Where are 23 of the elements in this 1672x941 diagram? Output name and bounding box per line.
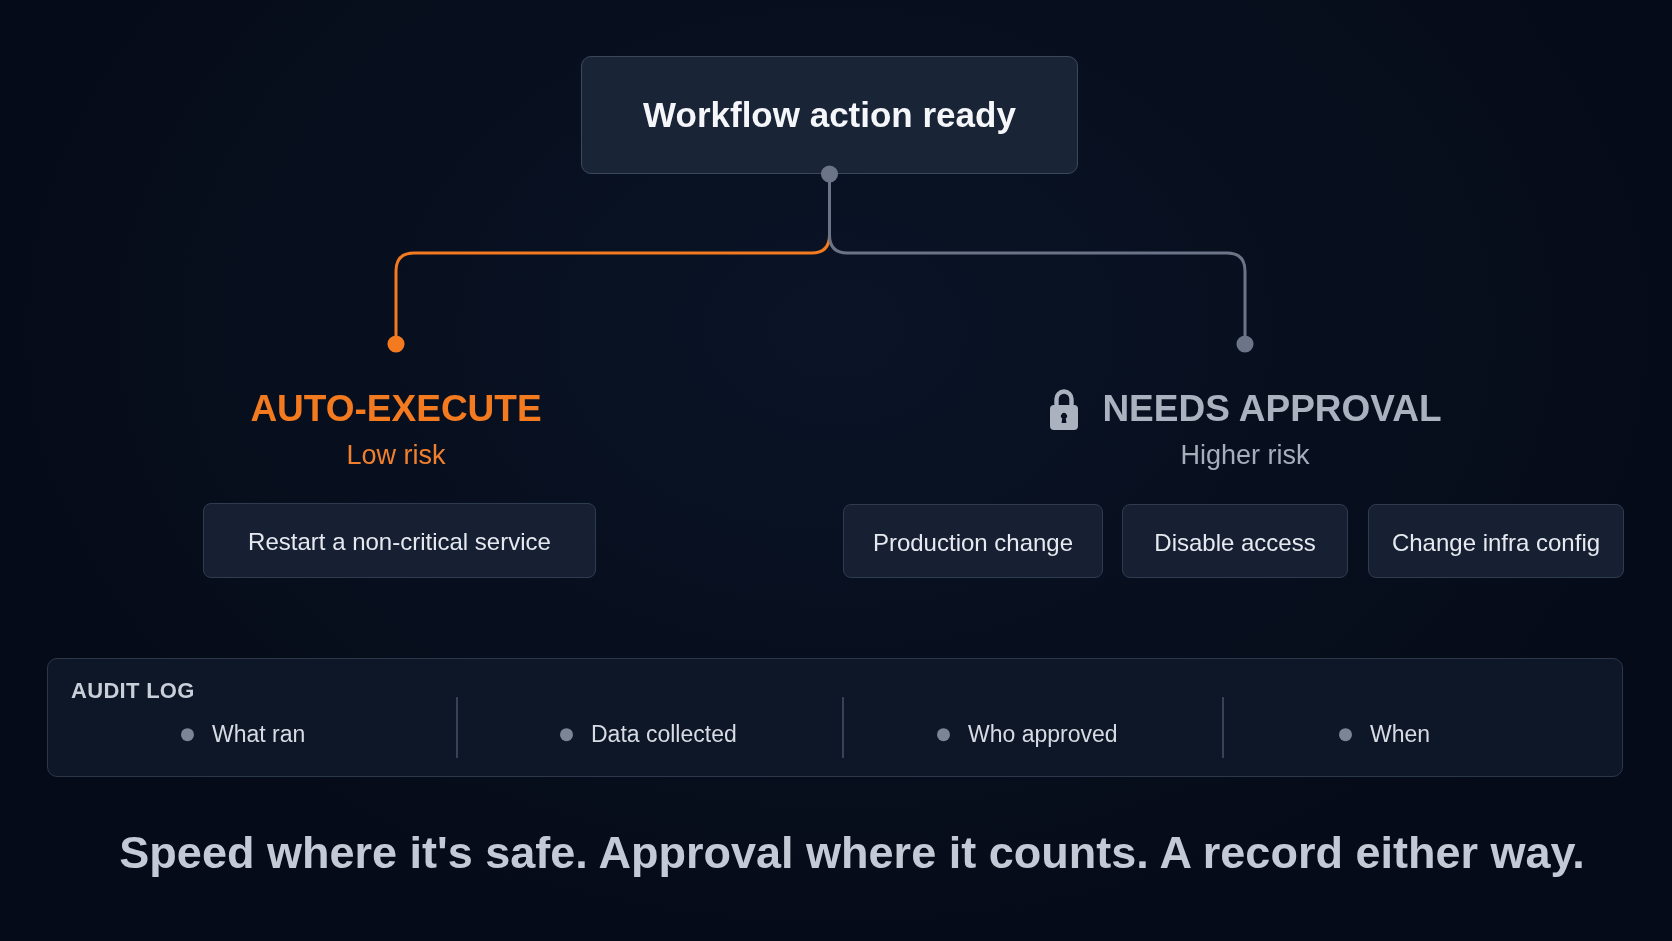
connector — [828, 233, 1254, 353]
caption: Speed where it's safe. Approval where it counts. A record either way. — [119, 826, 1585, 880]
log-item: Who approved — [968, 721, 1118, 749]
box-label: Disable access — [1154, 528, 1316, 558]
box-label: Workflow action ready — [643, 94, 1016, 136]
box-label: Restart a non-critical service — [248, 528, 551, 557]
branch-subtitle: Higher risk — [1180, 439, 1310, 472]
task-box — [843, 504, 1103, 578]
task-box — [1368, 504, 1624, 578]
task-box — [1122, 504, 1348, 578]
branch-subtitle: Low risk — [346, 439, 446, 472]
process-box — [581, 56, 1078, 174]
branch-heading: AUTO-EXECUTE — [250, 387, 542, 431]
box-label: Production change — [872, 528, 1074, 558]
audit-log-panel — [47, 658, 1623, 777]
panel-heading: AUDIT LOG — [71, 678, 195, 705]
branch-heading: NEEDS APPROVAL — [1102, 387, 1442, 431]
log-item: When — [1370, 721, 1431, 749]
task-box — [203, 503, 596, 578]
log-item: Data collected — [591, 721, 737, 749]
connector-trunk — [820, 165, 839, 235]
box-label: Change infra config — [1391, 528, 1601, 558]
log-item: What ran — [212, 721, 306, 749]
